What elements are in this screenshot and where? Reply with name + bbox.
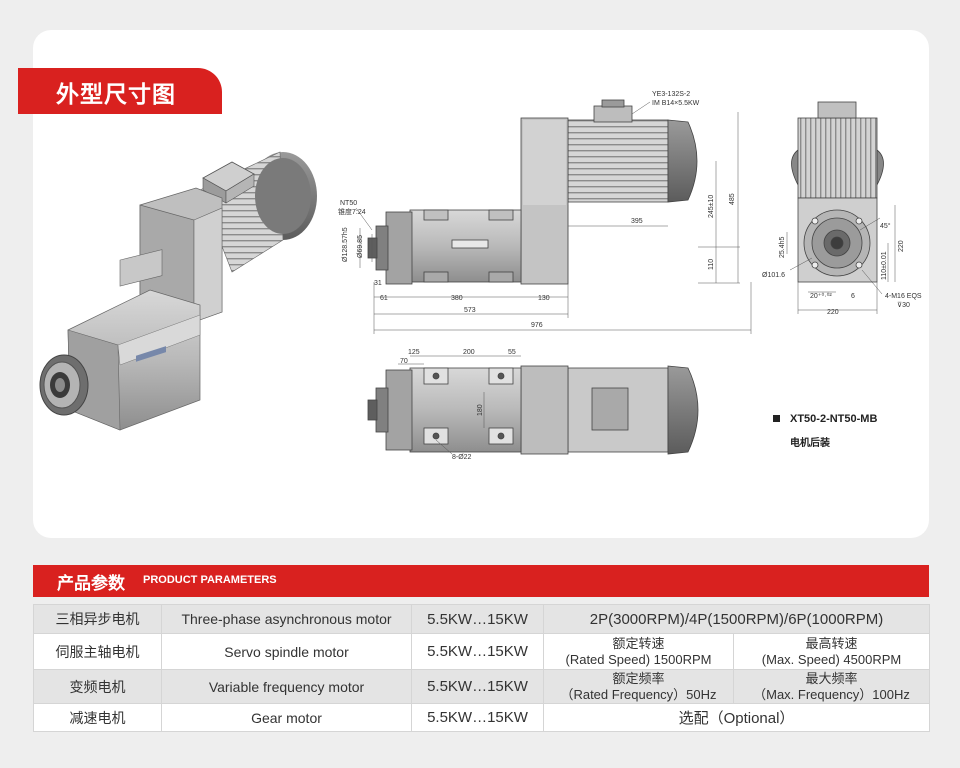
len-573-label: 573 <box>464 307 476 314</box>
front-elevation: YE3-132S-2 IM B14×5.5KW NT50 锥度7:24 Ø128… <box>338 91 752 334</box>
rated-speed-zh: 额定转速 <box>612 636 665 652</box>
nose-dia-label: Ø69.85 <box>357 235 364 258</box>
max-frequency-cell: 最大频率 （Max. Frequency）100Hz <box>732 669 931 704</box>
rated-frequency-en: （Rated Frequency）50Hz <box>560 686 717 702</box>
top-70-label: 70 <box>400 358 408 365</box>
motor-type-zh: 伺服主轴电机 <box>33 633 162 670</box>
table-row: 减速电机 Gear motor 5.5KW…15KW 选配（Optional） <box>33 703 931 732</box>
spindle-dia-label: Ø128.57h5 <box>342 227 349 262</box>
model-caption: 电机后装 <box>790 438 830 449</box>
len-61-label: 61 <box>380 295 388 302</box>
params-title-zh: 产品参数 <box>57 574 125 594</box>
dimension-title: 外型尺寸图 <box>56 82 176 108</box>
len-976-label: 976 <box>531 322 543 329</box>
height-lower-label: 110 <box>708 259 715 270</box>
power-range: 5.5KW…15KW <box>411 604 544 634</box>
max-frequency-en: （Max. Frequency）100Hz <box>753 686 910 702</box>
len-31-label: 31 <box>374 280 382 287</box>
rated-frequency-zh: 额定频率 <box>612 671 665 687</box>
holes-label: 8-Ø22 <box>452 454 472 461</box>
power-range: 5.5KW…15KW <box>411 669 544 704</box>
motor-type-zh: 减速电机 <box>33 703 162 732</box>
six-label: 6 <box>851 293 855 300</box>
top-125-label: 125 <box>408 349 420 356</box>
product-render <box>39 151 317 431</box>
max-speed-cell: 最高转速 (Max. Speed) 4500RPM <box>732 633 931 670</box>
motor-spec-label: IM B14×5.5KW <box>652 100 700 107</box>
model-legend: XT50-2-NT50-MB 电机后装 <box>773 410 877 449</box>
motor-type-zh: 变频电机 <box>33 669 162 704</box>
tap-depth-label: ⊽30 <box>897 301 910 309</box>
table-row: 三相异步电机 Three-phase asynchronous motor 5.… <box>33 604 931 634</box>
top-55-label: 55 <box>508 349 516 356</box>
power-range: 5.5KW…15KW <box>411 703 544 732</box>
motor-type-en: Three-phase asynchronous motor <box>161 604 412 634</box>
max-speed-en: (Max. Speed) 4500RPM <box>761 651 902 667</box>
top-view: 125 200 55 70 180 8-Ø22 <box>367 349 699 461</box>
params-table: 三相异步电机 Three-phase asynchronous motor 5.… <box>33 604 931 732</box>
side-height-label: 220 <box>898 240 905 252</box>
len-130-label: 130 <box>538 295 550 302</box>
rated-speed-cell: 额定转速 (Rated Speed) 1500RPM <box>543 633 734 670</box>
max-speed-zh: 最高转速 <box>805 636 858 652</box>
motor-model-label: YE3-132S-2 <box>652 91 690 98</box>
rated-frequency-cell: 额定频率 （Rated Frequency）50Hz <box>543 669 734 704</box>
tap-label: 4-M16 EQS <box>885 293 922 300</box>
holder-label: NT50 <box>340 200 357 207</box>
top-180-label: 180 <box>477 404 484 416</box>
model-name: XT50-2-NT50-MB <box>790 412 878 425</box>
optional-detail: 选配（Optional） <box>542 703 931 732</box>
params-title-en: PRODUCT PARAMETERS <box>143 574 277 586</box>
pilot-dia-label: Ø101.6 <box>762 272 785 279</box>
legend-marker <box>773 415 780 423</box>
table-row: 伺服主轴电机 Servo spindle motor 5.5KW…15KW 额定… <box>33 633 931 670</box>
side-elevation: 45° 220 110±0.01 25.4h5 Ø101.6 20⁺⁰·⁰² 6… <box>762 101 922 316</box>
rated-speed-en: (Rated Speed) 1500RPM <box>565 651 712 667</box>
top-200-label: 200 <box>463 349 475 356</box>
motor-type-en: Servo spindle motor <box>161 633 412 670</box>
angle-label: 45° <box>880 222 891 230</box>
len-380-label: 380 <box>451 295 463 302</box>
dimension-title-banner: 外型尺寸图 <box>18 68 222 114</box>
technical-drawing: YE3-132S-2 IM B14×5.5KW NT50 锥度7:24 Ø128… <box>39 91 922 461</box>
max-frequency-zh: 最大频率 <box>805 671 858 687</box>
height-total-label: 485 <box>729 193 736 205</box>
motor-length-label: 395 <box>631 218 643 225</box>
key-label: 25.4h5 <box>779 236 786 258</box>
side-center-label: 110±0.01 <box>881 251 888 280</box>
params-header: 产品参数 PRODUCT PARAMETERS <box>33 565 929 597</box>
motor-type-en: Gear motor <box>161 703 412 732</box>
side-width-label: 220 <box>827 309 839 316</box>
height-center-label: 245±10 <box>708 195 715 218</box>
motor-type-zh: 三相异步电机 <box>33 604 162 634</box>
taper-label: 锥度7:24 <box>338 207 366 216</box>
speed-detail: 2P(3000RPM)/4P(1500RPM)/6P(1000RPM) <box>542 604 931 634</box>
motor-type-en: Variable frequency motor <box>161 669 412 704</box>
table-row: 变频电机 Variable frequency motor 5.5KW…15KW… <box>33 669 931 704</box>
power-range: 5.5KW…15KW <box>411 633 544 670</box>
slot-label: 20⁺⁰·⁰² <box>810 292 832 300</box>
